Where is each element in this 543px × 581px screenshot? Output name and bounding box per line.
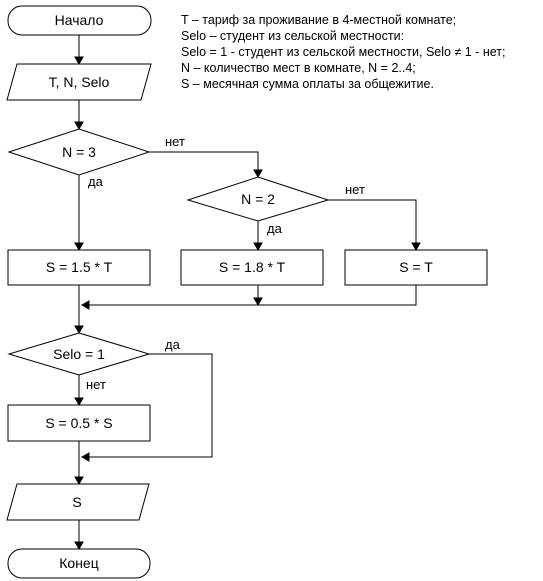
legend-line: Selo – студент из сельской местности: <box>181 29 404 43</box>
edge-label-n3-yes: да <box>88 174 104 189</box>
node-end: Конец <box>7 548 151 579</box>
arrowhead <box>74 121 84 131</box>
node-cond-n3: N = 3 <box>7 128 151 176</box>
legend-line: S – месячная сумма оплаты за общежитие. <box>181 77 434 91</box>
node-s15-label: S = 1.5 * T <box>46 259 113 275</box>
arrowhead <box>80 300 90 310</box>
node-start-label: Начало <box>55 12 104 28</box>
edges <box>74 35 421 551</box>
node-cond-n3-label: N = 3 <box>62 144 96 160</box>
node-input: T, N, Selo <box>6 63 152 101</box>
node-s05: S = 0.5 * S <box>7 404 151 442</box>
arrowhead <box>74 476 84 486</box>
arrowhead <box>74 325 84 335</box>
arrowhead <box>253 242 263 252</box>
arrowhead <box>253 297 263 307</box>
node-s05-label: S = 0.5 * S <box>45 415 112 431</box>
node-cond-selo: Selo = 1 <box>7 332 151 376</box>
edge-label-selo-yes: да <box>165 337 181 352</box>
node-cond-n2-label: N = 2 <box>241 191 275 207</box>
edge-st-merge <box>88 285 417 306</box>
legend-line: N – количество мест в комнате, N = 2..4; <box>181 61 416 75</box>
edge-label-n2-yes: да <box>267 221 283 236</box>
node-cond-selo-label: Selo = 1 <box>53 346 105 362</box>
edge-labels: нет да нет да да нет <box>86 134 365 392</box>
arrowhead <box>80 452 90 462</box>
node-st-label: S = T <box>399 259 433 275</box>
node-cond-n2: N = 2 <box>186 176 330 222</box>
edge-label-n2-no: нет <box>345 182 365 197</box>
edge-n3-no <box>149 151 259 171</box>
node-output: S <box>6 483 150 521</box>
node-end-label: Конец <box>59 555 98 571</box>
node-s15: S = 1.5 * T <box>7 249 151 286</box>
node-s18-label: S = 1.8 * T <box>219 259 286 275</box>
arrowhead <box>411 242 421 252</box>
edge-label-n3-no: нет <box>165 134 185 149</box>
edge-selo-no <box>88 353 213 458</box>
edge-label-selo-no: нет <box>86 377 106 392</box>
legend-line: Selo = 1 - студент из сельской местности… <box>181 45 505 59</box>
arrowhead <box>253 169 263 179</box>
arrowhead <box>74 56 84 66</box>
legend: T – тариф за проживание в 4-местной комн… <box>181 13 505 91</box>
arrowhead <box>74 397 84 407</box>
node-s18: S = 1.8 * T <box>180 249 324 286</box>
legend-line: T – тариф за проживание в 4-местной комн… <box>181 13 456 27</box>
node-input-label: T, N, Selo <box>49 74 110 90</box>
arrowhead <box>74 242 84 252</box>
node-st: S = T <box>344 249 488 286</box>
arrowhead <box>74 541 84 551</box>
edge-n2-no <box>328 199 417 244</box>
node-output-label: S <box>72 494 81 510</box>
node-start: Начало <box>7 5 152 36</box>
